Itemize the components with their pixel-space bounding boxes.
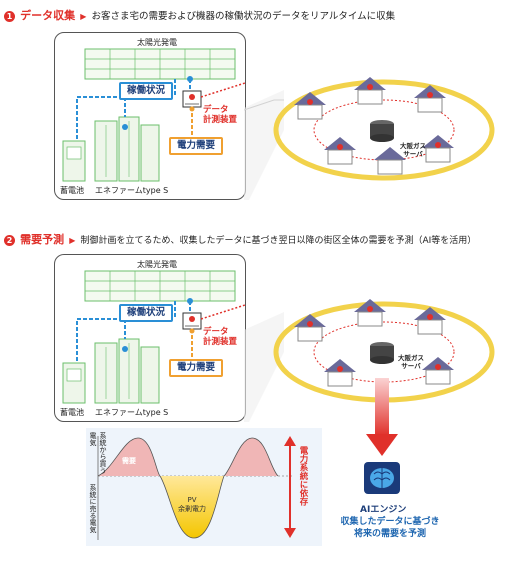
enefarm-label: エネファームtype S (95, 186, 169, 195)
section-2-header: 2 需要予測 ▶ 制御計画を立てるため、収集したデータに基づき翌日以降の街区全体… (4, 228, 476, 247)
house-diagram-2-drawing (62, 270, 245, 404)
network-diagram-1 (244, 77, 495, 200)
pv-label-line-1: PV (187, 496, 197, 504)
meter-label-line-1: データ (203, 327, 229, 337)
server-label-1-line-2: サーバ (403, 150, 423, 158)
server-label-1: 大阪ガス サーバ (400, 142, 426, 158)
server-label-1-line-1: 大阪ガス (400, 142, 426, 150)
network-diagram-2 (244, 299, 495, 422)
section-2-title: 需要予測 (20, 233, 65, 246)
battery-label: 蓄電池 (60, 408, 84, 417)
pv-label-line-2: 余剰電力 (178, 505, 206, 513)
server-label-2-line-2: サーバ (401, 362, 421, 370)
solar-panel-icon (84, 270, 236, 302)
server-icon (370, 120, 394, 142)
demand-tag: 電力需要 (169, 137, 223, 155)
section-2-description: 制御計画を立てるため、収集したデータに基づき翌日以降の街区全体の需要を予測（AI… (80, 236, 477, 246)
ai-description-line-1: 収集したデータに基づき (340, 517, 440, 527)
ai-engine-icon (364, 462, 400, 494)
arrow-down-icon (366, 378, 398, 456)
enefarm-label: エネファームtype S (95, 408, 169, 417)
meter-label-line-1: データ (203, 105, 229, 115)
meter-icon (182, 90, 202, 108)
enefarm-icon (94, 116, 160, 182)
section-1-arrow: ▶ (80, 12, 87, 21)
ai-description-line-2: 将来の需要を予測 (353, 529, 426, 539)
meter-label-line-2: 計測装置 (203, 337, 238, 347)
house-icon (294, 77, 454, 175)
section-2-arrow: ▶ (69, 236, 76, 245)
meter-label: データ 計測装置 (203, 105, 237, 125)
ai-engine-title: AIエンジン (360, 505, 407, 515)
solar-label: 太陽光発電 (137, 38, 177, 47)
battery-label: 蓄電池 (60, 186, 84, 195)
demand-graph (97, 436, 296, 540)
section-1-number: 1 (4, 11, 15, 22)
status-tag: 稼働状況 (119, 304, 173, 322)
battery-icon (62, 362, 86, 404)
ai-engine-description: 収集したデータに基づき 将来の需要を予測 (330, 516, 450, 540)
graph-upper-axis-label: 系統から買う電気 (89, 432, 107, 474)
solar-label: 太陽光発電 (137, 260, 177, 269)
brain-icon (370, 468, 394, 488)
section-1-description: お客さま宅の需要および機器の稼働状況のデータをリアルタイムに収集 (91, 11, 396, 22)
graph-lower-axis-label: 系統に売る電気 (89, 484, 97, 533)
demand-tag: 電力需要 (169, 359, 223, 377)
demand-label: 需要 (122, 457, 136, 465)
house-diagram-2: 太陽光発電 稼働状況 データ 計測装置 電力需要 蓄電池 エネファームtype … (54, 254, 246, 422)
server-label-2-line-1: 大阪ガス (398, 354, 424, 362)
grid-dependency-label: 電力系統に依存 (298, 446, 308, 506)
enefarm-icon (94, 338, 160, 404)
battery-icon (62, 140, 86, 182)
section-1-title: データ収集 (20, 9, 76, 22)
house-diagram-1: 太陽光発電 稼働状況 データ 計測装置 電力需要 蓄電池 エネファームtype … (54, 32, 246, 200)
pv-label: PV 余剰電力 (178, 496, 206, 514)
meter-icon (182, 312, 202, 330)
meter-label-line-2: 計測装置 (203, 115, 238, 125)
house-diagram-1-drawing (62, 48, 245, 182)
section-1-header: 1 データ収集 ▶ お客さま宅の需要および機器の稼働状況のデータをリアルタイムに… (4, 4, 395, 23)
server-label-2: 大阪ガス サーバ (398, 354, 424, 370)
status-tag: 稼働状況 (119, 82, 173, 100)
solar-panel-icon (84, 48, 236, 80)
house-icon (294, 299, 454, 387)
server-icon (370, 342, 394, 364)
section-2-number: 2 (4, 235, 15, 246)
meter-label: データ 計測装置 (203, 327, 237, 347)
